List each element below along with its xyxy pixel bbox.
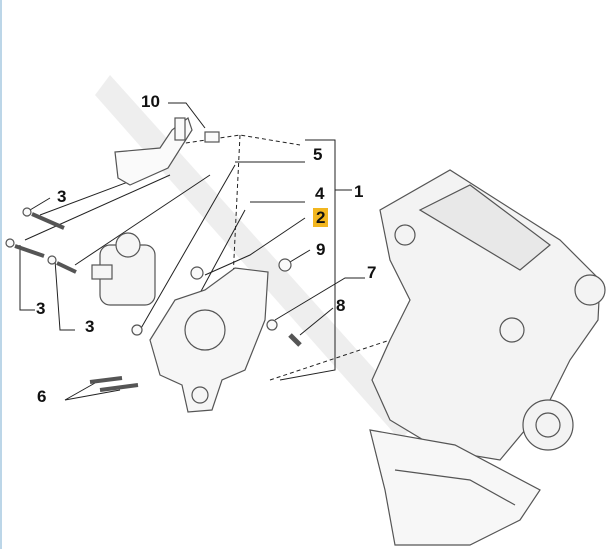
callout-8: 8 — [336, 296, 346, 315]
fuel-pump — [91, 232, 156, 306]
callout-2-highlighted: 2 — [313, 208, 329, 227]
callout-6: 6 — [37, 387, 47, 406]
bolts — [5, 207, 302, 392]
callout-7: 7 — [367, 263, 377, 282]
callout-3: 3 — [36, 299, 46, 318]
bracket-assembly — [114, 117, 220, 186]
oil-pan — [369, 429, 541, 546]
callout-5: 5 — [313, 145, 323, 164]
callout-9: 9 — [316, 240, 326, 259]
callout-3: 3 — [85, 317, 95, 336]
callout-4: 4 — [315, 184, 325, 203]
callout-3: 3 — [57, 187, 67, 206]
watermark — [95, 75, 420, 440]
engine-block — [371, 169, 606, 461]
callout-10: 10 — [141, 92, 160, 111]
timing-cover-housing — [149, 267, 269, 413]
callout-1: 1 — [354, 182, 364, 201]
